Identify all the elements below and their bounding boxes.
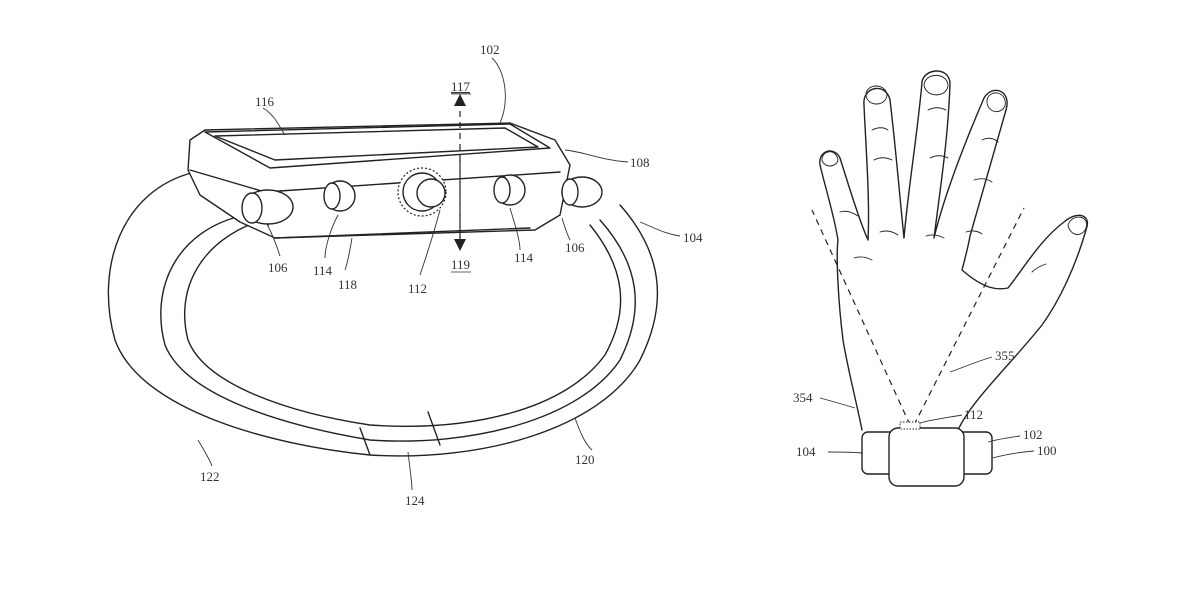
band-loop <box>107 171 659 457</box>
label-114-left: 114 <box>313 263 333 278</box>
label-102: 102 <box>480 42 500 57</box>
knuckle-creases <box>839 107 1047 273</box>
watch-figure: 116 102 117 108 104 106 114 119 112 118 … <box>107 42 703 508</box>
label-104: 104 <box>683 230 703 245</box>
label-354: 354 <box>793 390 813 405</box>
label-102-right: 102 <box>1023 427 1043 442</box>
wrist-device <box>861 421 993 487</box>
label-117: 117 <box>451 79 471 94</box>
label-119: 119 <box>451 257 470 272</box>
leader-lines-right <box>819 356 1035 459</box>
label-122: 122 <box>200 469 220 484</box>
digital-crown-icon <box>397 167 447 217</box>
hand-outline <box>819 70 1089 431</box>
hand-figure: 354 355 112 102 100 104 <box>793 70 1089 487</box>
crown-112 <box>899 421 921 430</box>
right-reference-labels: 354 355 112 102 100 104 <box>793 348 1057 459</box>
side-buttons <box>241 174 603 225</box>
leader-lines-left <box>197 57 681 491</box>
label-112: 112 <box>408 281 427 296</box>
label-112-right: 112 <box>964 407 983 422</box>
label-114-right: 114 <box>514 250 534 265</box>
label-100: 100 <box>1037 443 1057 458</box>
label-120: 120 <box>575 452 595 467</box>
label-106-left: 106 <box>268 260 288 275</box>
left-reference-labels: 116 102 117 108 104 106 114 119 112 118 … <box>200 42 703 508</box>
sensor-field-lines <box>811 207 1025 426</box>
fingernails <box>821 74 1087 235</box>
label-104-right: 104 <box>796 444 816 459</box>
label-118: 118 <box>338 277 357 292</box>
label-124: 124 <box>405 493 425 508</box>
label-106-right: 106 <box>565 240 585 255</box>
label-355: 355 <box>995 348 1015 363</box>
label-108: 108 <box>630 155 650 170</box>
device-body-102 <box>888 427 965 487</box>
label-116: 116 <box>255 94 275 109</box>
